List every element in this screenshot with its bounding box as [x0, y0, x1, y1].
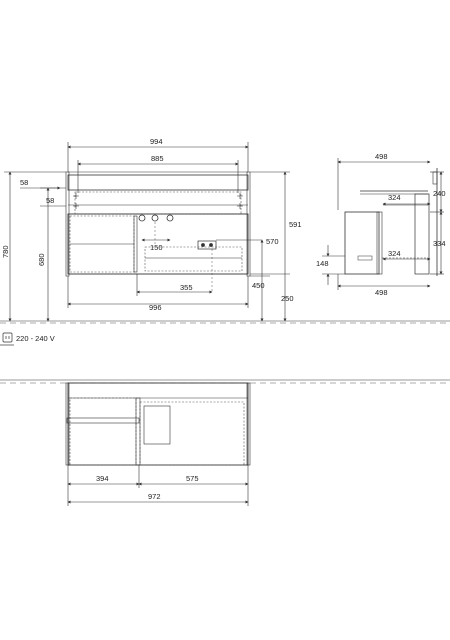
side-drawer-runner — [357, 255, 373, 261]
top-dimensions — [67, 465, 249, 506]
front-view — [0, 171, 450, 324]
dim-total-width: 994 — [150, 137, 163, 146]
dim-inner-width: 885 — [151, 154, 164, 163]
dim-top-depth: 498 — [375, 152, 388, 161]
cabinet-body — [67, 213, 249, 275]
dim-top-offset-a: 58 — [20, 178, 28, 187]
dim-floor-gap: 250 — [281, 294, 294, 303]
socket-pin-icon — [209, 243, 213, 247]
dim-left-section: 394 — [96, 474, 109, 483]
power-label: 220 - 240 V — [16, 334, 55, 343]
top-view — [0, 379, 450, 466]
dim-bottom-depth: 498 — [375, 288, 388, 297]
dim-panel-height: 570 — [266, 237, 279, 246]
shelf-side-panel — [133, 215, 138, 273]
top-cabinet-outline — [67, 382, 249, 466]
top-shelf-board — [66, 417, 140, 424]
front-dimensions — [4, 142, 290, 322]
wall-bracket — [432, 171, 438, 185]
pipe-left-icon — [138, 214, 146, 222]
top-drawer-outline — [139, 401, 245, 466]
dim-drawer-body-height: 334 — [433, 239, 446, 248]
mounting-points — [73, 193, 243, 209]
dim-socket-offset: 355 — [180, 283, 193, 292]
side-dimensions — [322, 158, 444, 290]
top-left-post — [65, 382, 70, 466]
countertop — [67, 174, 249, 191]
socket-pin-icon — [201, 243, 205, 247]
dim-body-height: 591 — [289, 220, 302, 229]
top-right-post — [246, 382, 251, 466]
dim-full-height: 780 — [1, 245, 10, 258]
dim-mid-height: 680 — [37, 253, 46, 266]
dim-right-section: 575 — [186, 474, 199, 483]
dim-bottom-width: 996 — [149, 303, 162, 312]
dim-pipe-spacing: 150 — [150, 243, 163, 252]
side-view — [344, 168, 438, 276]
basin-outline — [74, 191, 242, 215]
dim-right-height: 450 — [252, 281, 265, 290]
dim-overall-width: 972 — [148, 492, 161, 501]
drawer-front — [144, 246, 243, 272]
drain-center-icon — [151, 214, 159, 222]
dim-drawer-front-height: 240 — [433, 189, 446, 198]
right-post — [246, 171, 251, 277]
dim-upper-drawer-depth: 324 — [388, 193, 401, 202]
top-left-shelf — [69, 397, 137, 466]
left-post — [65, 171, 70, 277]
top-divider — [135, 397, 141, 466]
side-back-panel — [414, 193, 430, 275]
power-socket-icon — [0, 332, 14, 346]
dim-lower-height: 148 — [316, 259, 329, 268]
top-drawer-cutout — [143, 405, 171, 445]
dim-top-offset-b: 58 — [46, 196, 54, 205]
pipe-right-icon — [166, 214, 174, 222]
side-front-panel — [344, 211, 380, 275]
socket-box — [197, 240, 217, 250]
side-drawer-front — [376, 211, 383, 275]
dim-lower-drawer-depth: 324 — [388, 249, 401, 258]
